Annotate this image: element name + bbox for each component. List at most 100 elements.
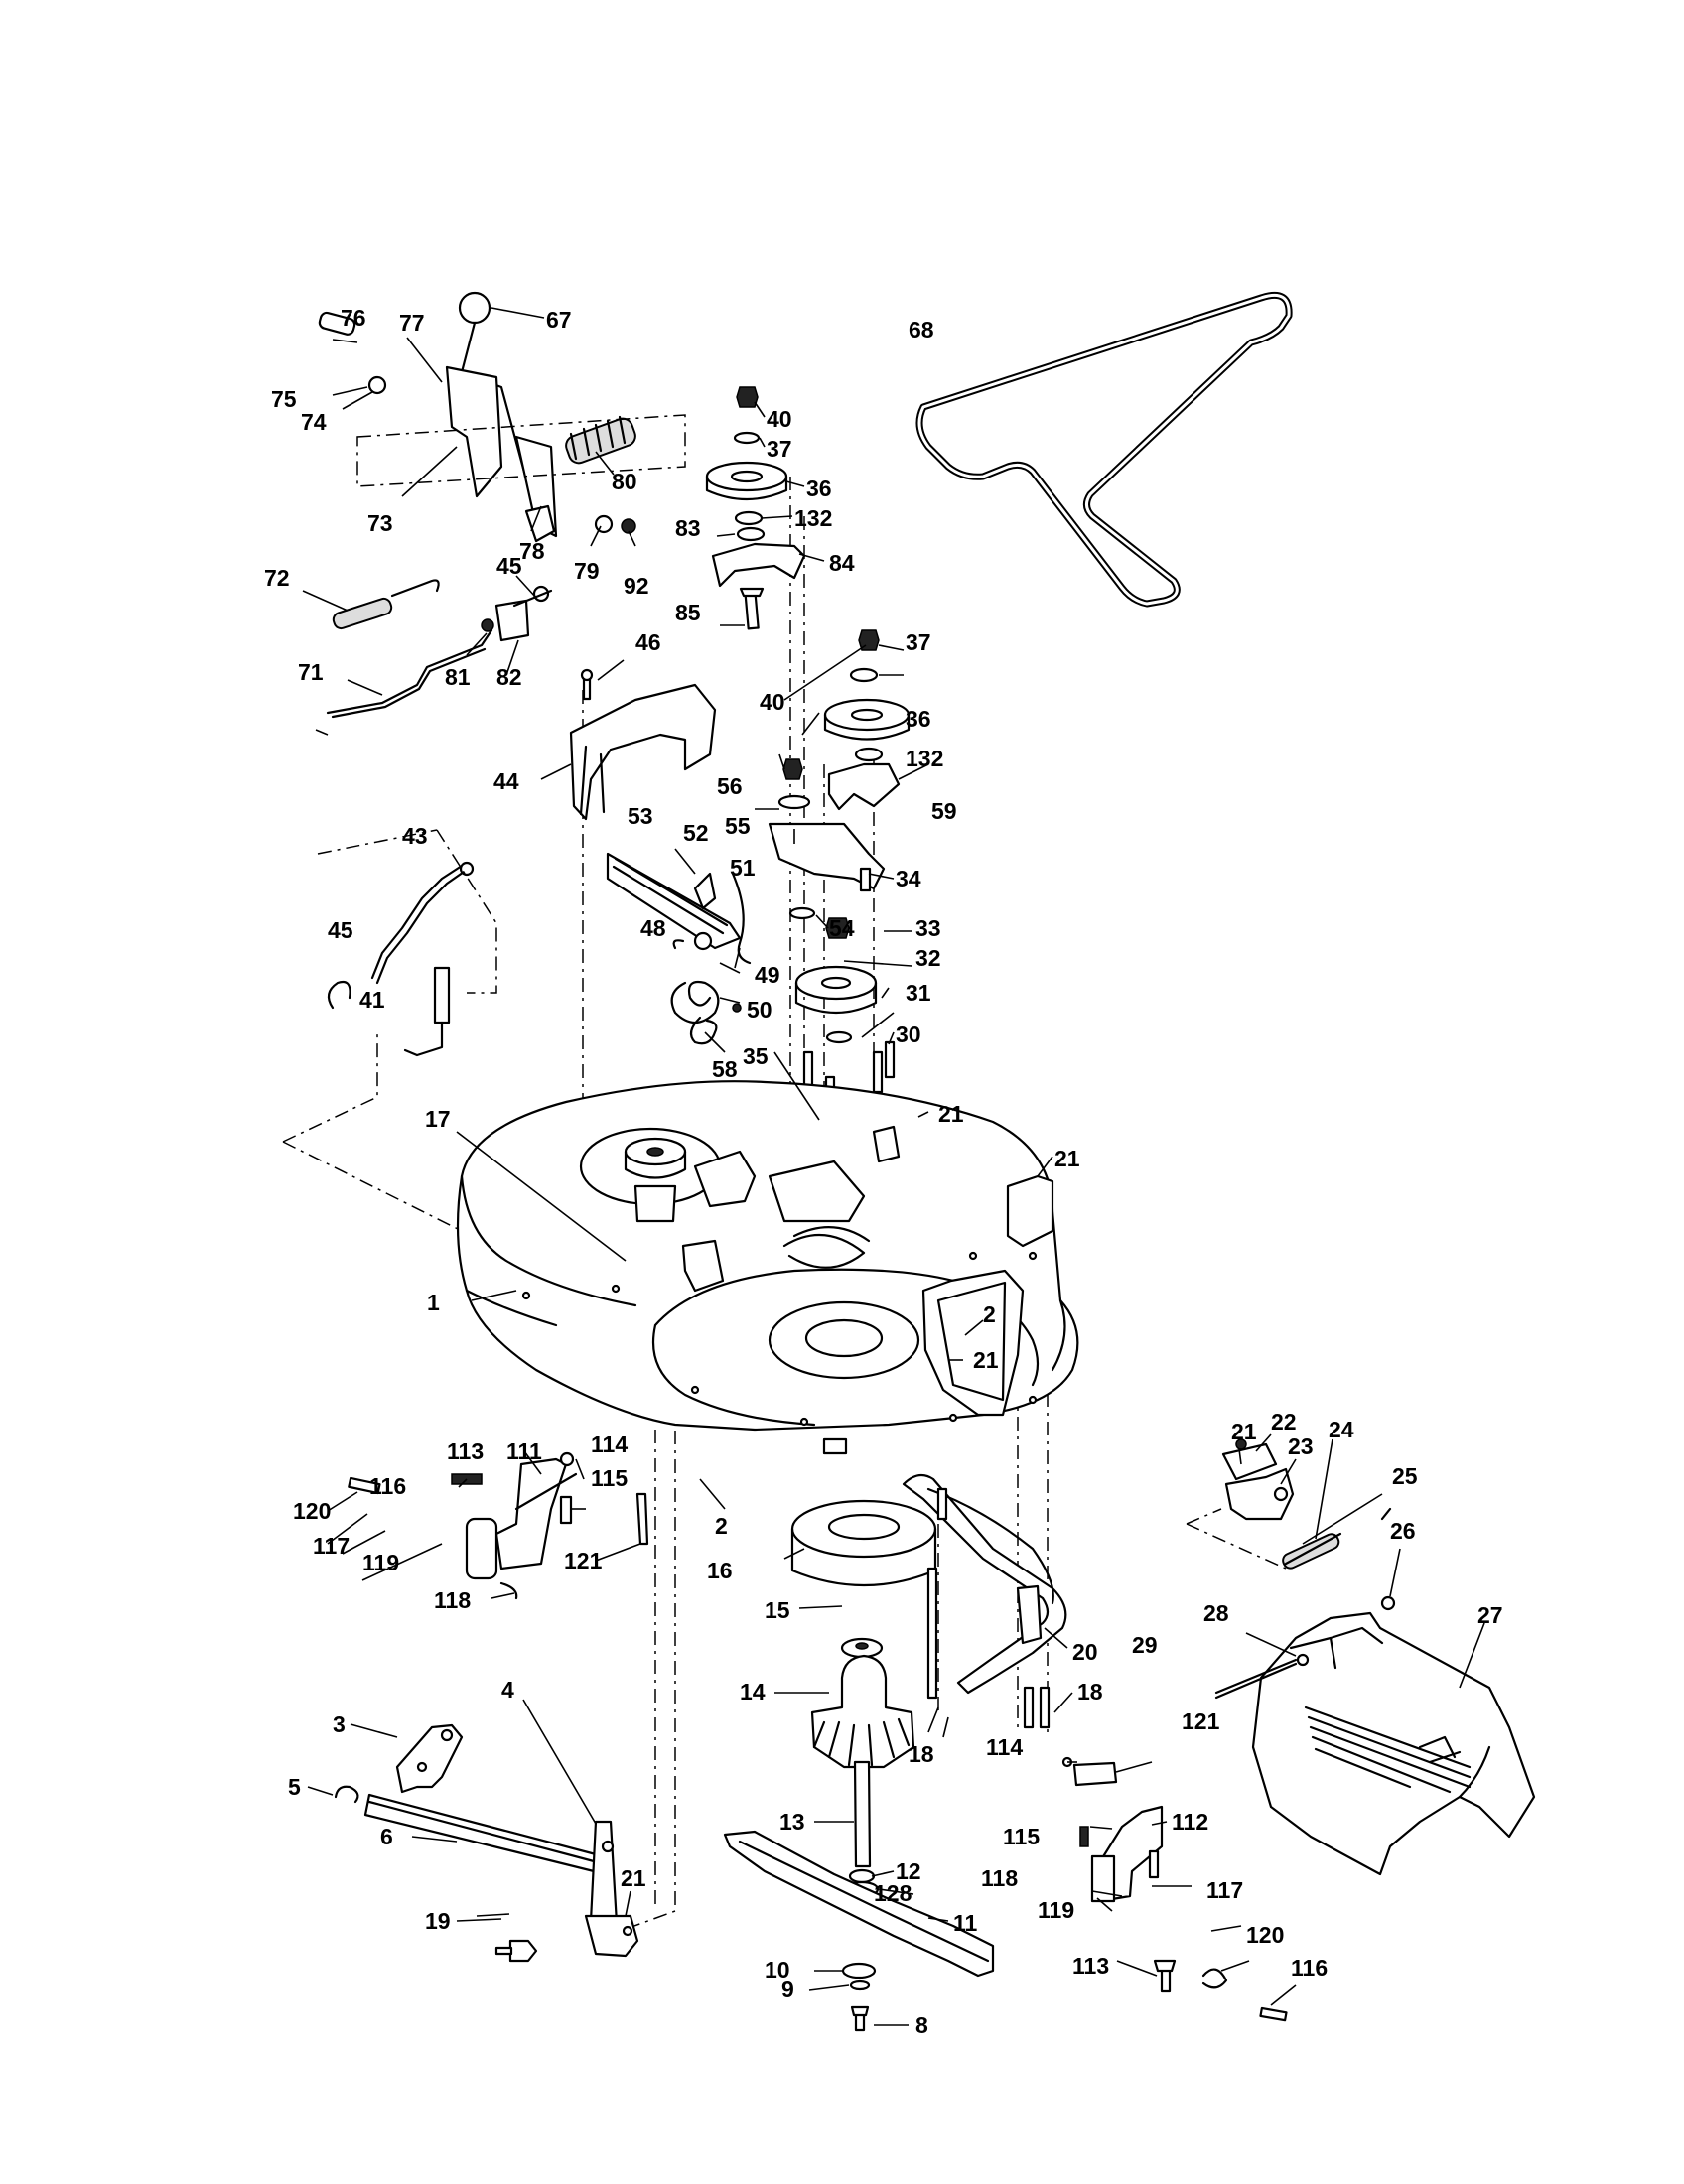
callout-22: 22: [1271, 1409, 1297, 1434]
callout-111: 111: [506, 1438, 542, 1464]
mower-blade: [723, 1830, 995, 2032]
callout-21-b: 21: [1054, 1146, 1080, 1171]
callout-75: 75: [271, 386, 297, 412]
callout-78: 78: [519, 538, 545, 564]
callout-67: 67: [546, 307, 572, 333]
callout-117-left: 117: [313, 1533, 350, 1559]
callout-74: 74: [301, 409, 327, 435]
callout-28: 28: [1203, 1600, 1229, 1626]
callout-119-right: 119: [1038, 1897, 1074, 1923]
callout-20: 20: [1072, 1639, 1098, 1665]
lift-linkages: [315, 579, 553, 736]
callout-8: 8: [915, 2012, 928, 2038]
callout-132-middle: 132: [906, 746, 943, 771]
callout-52: 52: [683, 820, 709, 846]
callout-119-left: 119: [362, 1550, 399, 1575]
callout-116-right: 116: [1291, 1955, 1328, 1980]
callout-115-right: 115: [1003, 1824, 1040, 1849]
callout-80: 80: [612, 469, 637, 494]
callout-2-upper: 2: [983, 1301, 996, 1327]
deck-lift-link: [317, 829, 497, 1057]
callout-59: 59: [931, 798, 957, 824]
callout-2-lower: 2: [715, 1513, 728, 1539]
callout-58: 58: [712, 1056, 738, 1082]
chute-spring-bracket: [1221, 1438, 1396, 1611]
callout-41: 41: [359, 987, 385, 1013]
callout-118-right: 118: [981, 1865, 1018, 1891]
callout-19: 19: [425, 1908, 451, 1934]
callout-51: 51: [730, 855, 756, 881]
callout-33: 33: [915, 915, 941, 941]
callout-25: 25: [1392, 1463, 1418, 1489]
callout-31: 31: [906, 980, 931, 1006]
callout-128: 128: [874, 1880, 912, 1906]
callout-1: 1: [427, 1290, 440, 1315]
callout-40-upper: 40: [767, 406, 792, 432]
callout-10: 10: [765, 1957, 790, 1982]
callout-92: 92: [624, 573, 649, 599]
callout-73: 73: [367, 510, 393, 536]
callout-72: 72: [264, 565, 290, 591]
callout-132-upper: 132: [794, 505, 832, 531]
callout-53: 53: [628, 803, 653, 829]
callout-30: 30: [896, 1022, 921, 1047]
callout-116-left: 116: [369, 1473, 406, 1499]
callout-45-upper: 45: [496, 553, 522, 579]
callout-56: 56: [717, 773, 743, 799]
front-mount-bracket: [334, 1723, 639, 1963]
callout-3: 3: [333, 1711, 346, 1737]
callout-120-left: 120: [293, 1498, 331, 1524]
callout-37-upper: 37: [767, 436, 792, 462]
callout-15: 15: [765, 1597, 790, 1623]
callout-48: 48: [640, 915, 666, 941]
callout-114-right: 114: [986, 1734, 1023, 1760]
belt-guard: [569, 668, 717, 821]
callout-21-a: 21: [938, 1101, 964, 1127]
callout-120-right: 120: [1246, 1922, 1284, 1948]
idler-arm-assembly: [606, 852, 752, 1045]
callout-79: 79: [574, 558, 600, 584]
callout-12: 12: [896, 1858, 921, 1884]
callout-118-left: 118: [434, 1587, 471, 1613]
callout-113-left: 113: [447, 1438, 484, 1464]
callout-83: 83: [675, 515, 701, 541]
anti-scalp-arm: [902, 1473, 1067, 1729]
callout-115-left: 115: [591, 1465, 628, 1491]
callout-71: 71: [298, 659, 324, 685]
callout-36-upper: 36: [806, 476, 832, 501]
callout-117-right: 117: [1206, 1877, 1243, 1903]
callout-21-d: 21: [621, 1865, 646, 1891]
callout-18-right: 18: [1077, 1679, 1103, 1705]
idler-pulley-middle: [768, 629, 911, 920]
callout-26: 26: [1390, 1518, 1416, 1544]
callout-35: 35: [743, 1043, 769, 1069]
callout-84: 84: [829, 550, 855, 576]
callout-85: 85: [675, 600, 701, 625]
drive-belt: [915, 291, 1293, 608]
right-gauge-wheel-bracket: [1061, 1756, 1288, 2022]
callout-50: 50: [747, 997, 772, 1023]
callout-21-e: 21: [1231, 1419, 1257, 1444]
callout-81: 81: [445, 664, 471, 690]
callout-121-right: 121: [1182, 1708, 1220, 1734]
callout-27: 27: [1477, 1602, 1503, 1628]
callout-44: 44: [493, 768, 519, 794]
callout-121-left: 121: [564, 1548, 603, 1573]
callout-40-middle: 40: [760, 689, 785, 715]
callout-23: 23: [1288, 1433, 1314, 1459]
callout-77: 77: [399, 310, 425, 336]
callout-21-c: 21: [973, 1347, 999, 1373]
callout-114-left: 114: [591, 1432, 628, 1457]
callout-54: 54: [829, 915, 855, 941]
callout-29: 29: [1132, 1632, 1158, 1658]
callout-45-lower: 45: [328, 917, 353, 943]
callout-18-left: 18: [909, 1741, 934, 1767]
callout-13: 13: [779, 1809, 805, 1835]
callout-labels: 67 76 77 75 74 73 78 79 92 80 40 37 36 1…: [264, 305, 1503, 2038]
callout-5: 5: [288, 1774, 301, 1800]
callout-55: 55: [725, 813, 751, 839]
callout-43: 43: [402, 823, 428, 849]
callout-46: 46: [635, 629, 661, 655]
callout-82: 82: [496, 664, 522, 690]
callout-6: 6: [380, 1824, 393, 1849]
